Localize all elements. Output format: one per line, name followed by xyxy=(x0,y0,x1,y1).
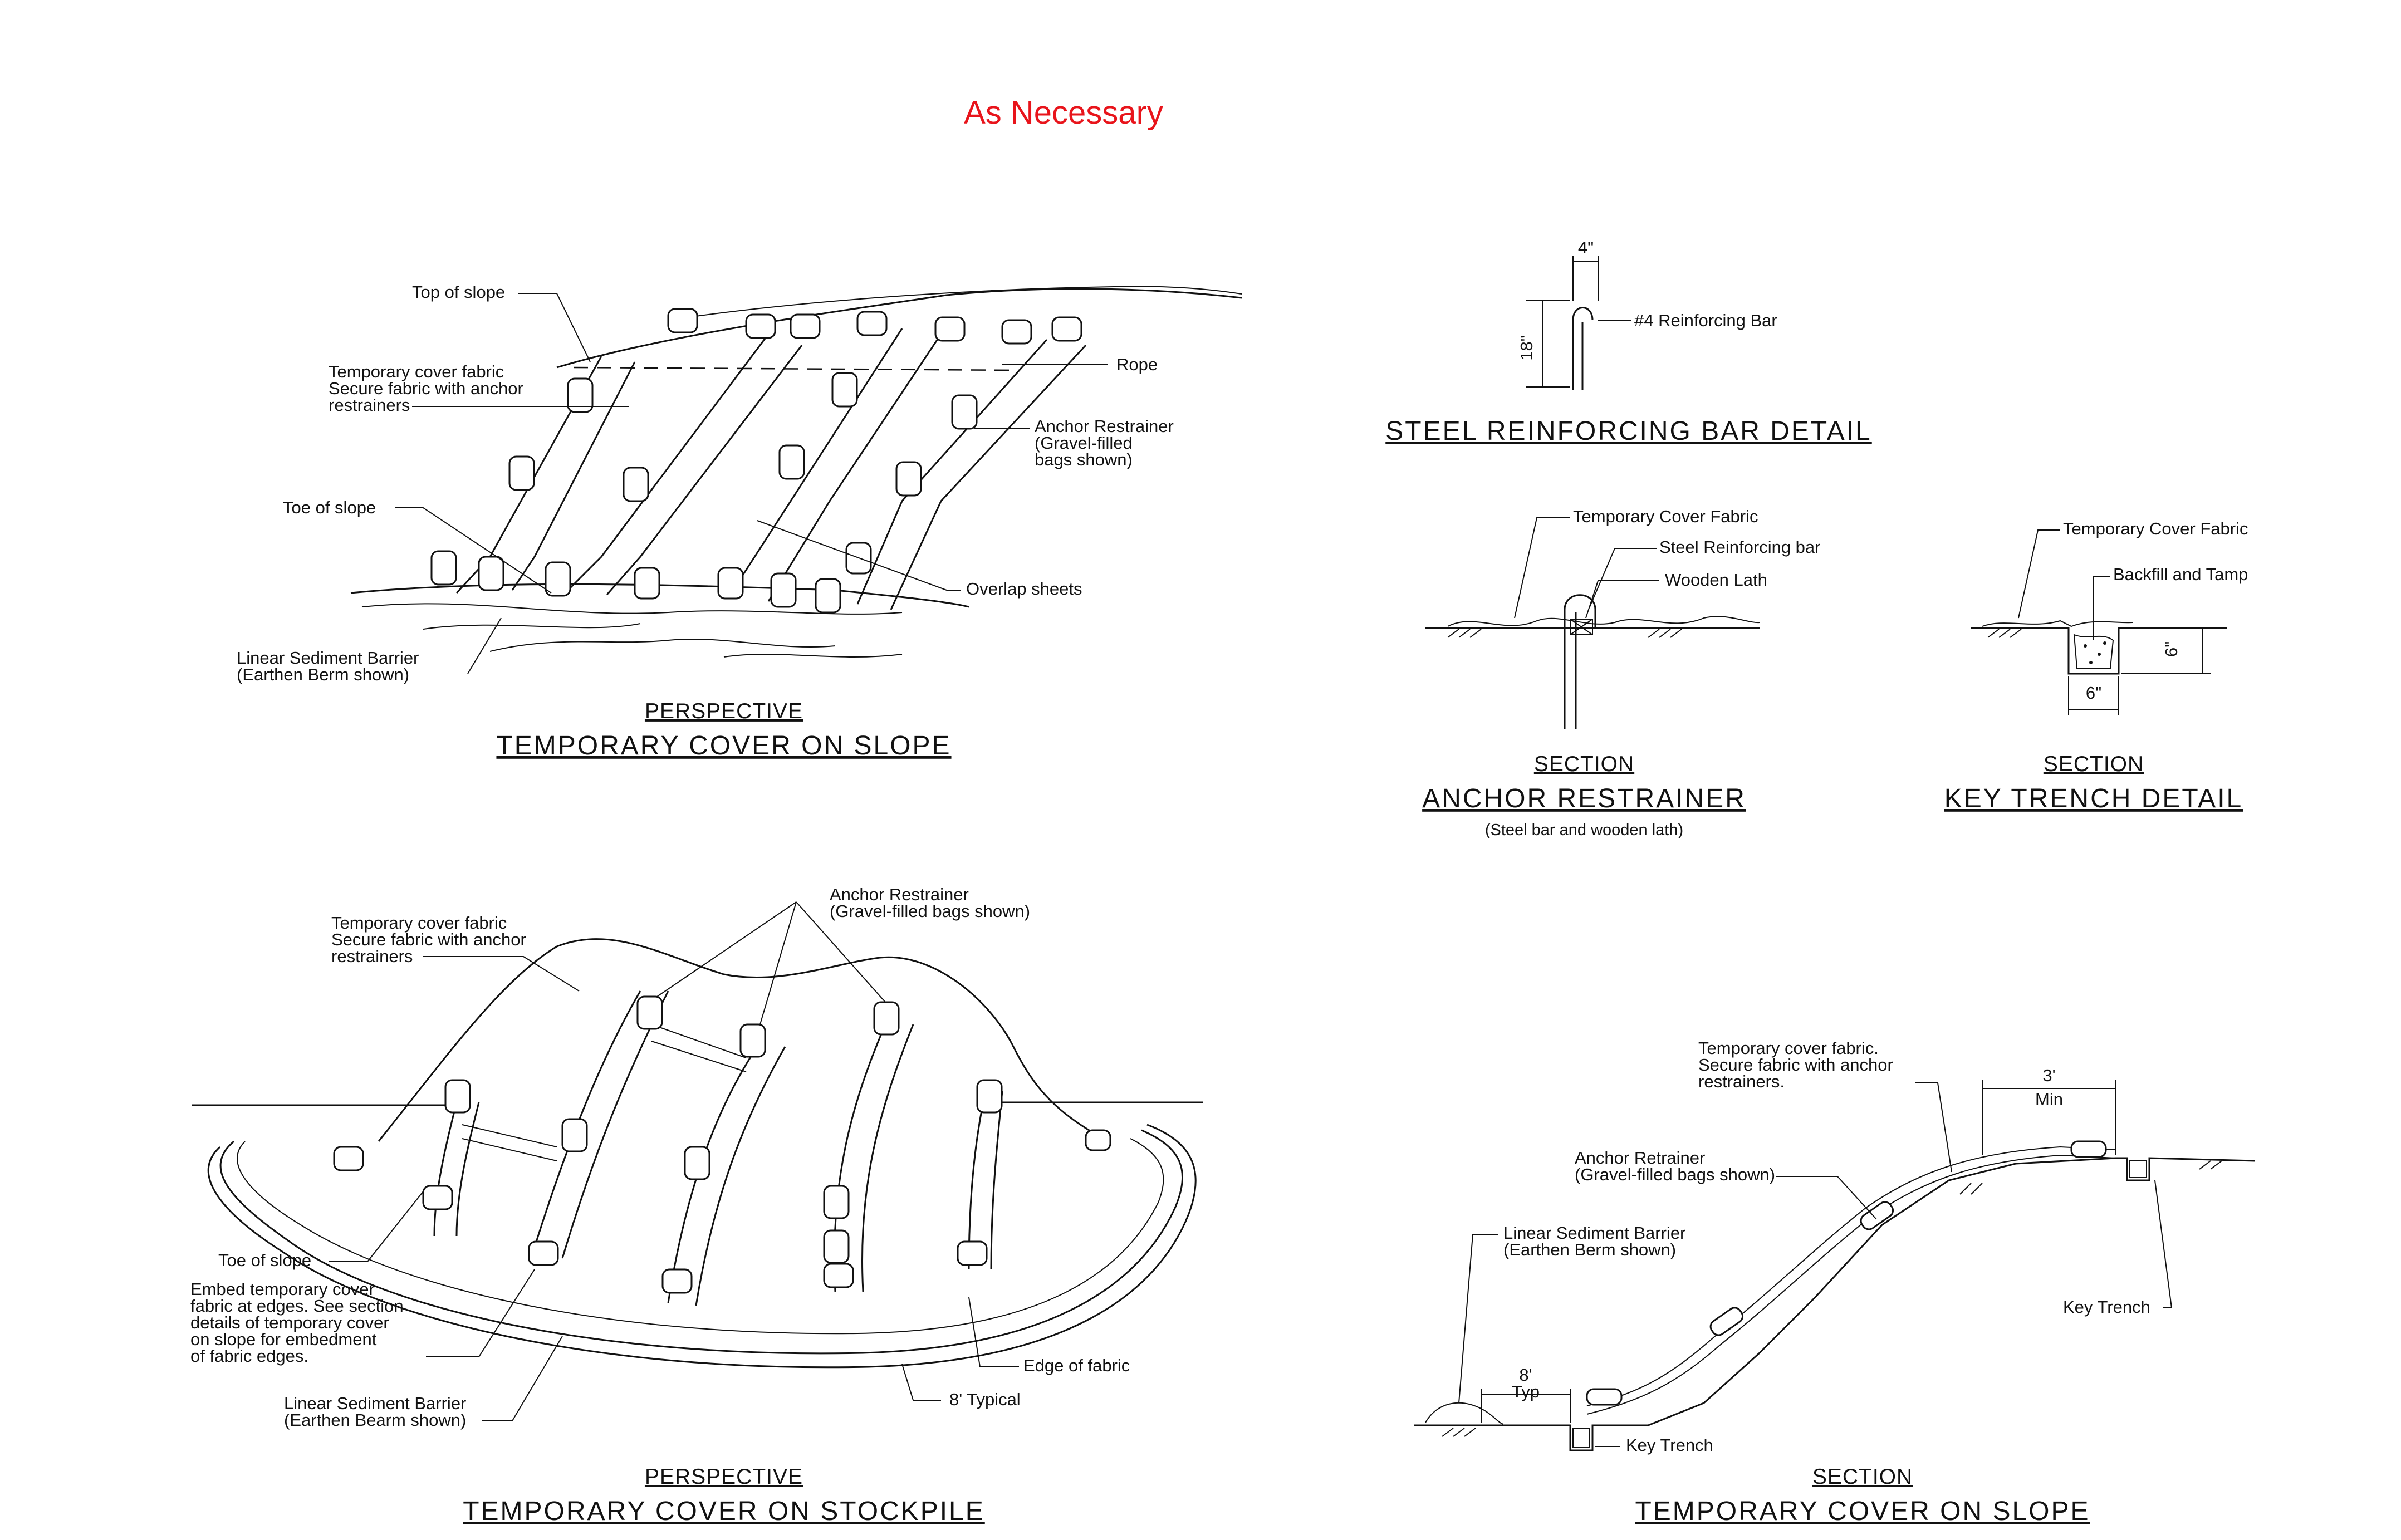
label-fabric-line-3: restrainers xyxy=(329,395,410,415)
dim-key-trench-width: 6" xyxy=(2086,683,2101,703)
slope-section-labels: Temporary cover fabric. Secure fabric wi… xyxy=(1503,1038,2150,1526)
label-stockpile-anchor-1: Anchor Restrainer xyxy=(830,885,969,904)
caption-perspective-slope: PERSPECTIVE xyxy=(645,699,803,723)
label-reinforcing-bar: #4 Reinforcing Bar xyxy=(1634,311,1777,330)
label-anchor-line-3: bags shown) xyxy=(1035,450,1133,469)
label-stockpile-barrier-2: (Earthen Bearm shown) xyxy=(284,1410,466,1430)
label-toe-of-slope: Toe of slope xyxy=(283,498,376,517)
anchor-section-drawing xyxy=(1425,517,1760,729)
label-anchor-lath: Wooden Lath xyxy=(1665,570,1767,590)
label-barrier-line-1: Linear Sediment Barrier xyxy=(237,648,419,668)
title-rebar-detail: STEEL REINFORCING BAR DETAIL xyxy=(1385,416,1871,446)
label-stockpile-fabric-3: restrainers xyxy=(331,946,413,966)
rebar-detail-drawing xyxy=(1526,256,1631,390)
key-trench-labels: Temporary Cover Fabric Backfill and Tamp… xyxy=(1944,519,2248,813)
dim-key-trench-depth: 6" xyxy=(2162,641,2181,657)
anchor-section-labels: Temporary Cover Fabric Steel Reinforcing… xyxy=(1422,507,1820,839)
title-anchor-restrainer: ANCHOR RESTRAINER xyxy=(1422,784,1746,813)
label-embed-4: on slope for embedment xyxy=(190,1330,377,1349)
stockpile-perspective-labels: Temporary cover fabric Secure fabric wit… xyxy=(190,885,1130,1526)
label-edge-of-fabric: Edge of fabric xyxy=(1023,1356,1130,1375)
title-temporary-cover-on-stockpile: TEMPORARY COVER ON STOCKPILE xyxy=(463,1497,985,1526)
label-section-fabric-2: Secure fabric with anchor xyxy=(1698,1055,1893,1075)
rebar-detail-labels: 4" 18" #4 Reinforcing Bar STEEL REINFORC… xyxy=(1385,238,1871,446)
label-overlap-sheets: Overlap sheets xyxy=(966,579,1082,599)
label-stockpile-anchor-2: (Gravel-filled bags shown) xyxy=(830,901,1030,921)
label-top-of-slope: Top of slope xyxy=(412,282,505,302)
label-section-barrier-2: (Earthen Berm shown) xyxy=(1503,1240,1676,1259)
label-section-barrier-1: Linear Sediment Barrier xyxy=(1503,1223,1685,1243)
label-key-trench-fabric: Temporary Cover Fabric xyxy=(2063,519,2248,538)
label-key-trench-bottom: Key Trench xyxy=(1626,1435,1713,1455)
dim-top-min: Min xyxy=(2035,1090,2063,1109)
label-stockpile-fabric-2: Secure fabric with anchor xyxy=(331,930,526,949)
label-section-anchor-2: (Gravel-filled bags shown) xyxy=(1575,1165,1775,1184)
dim-bottom-width: 8' xyxy=(1519,1365,1532,1385)
label-key-trench-top: Key Trench xyxy=(2063,1297,2150,1317)
caption-section-slope: SECTION xyxy=(1812,1465,1913,1489)
label-fabric-line-1: Temporary cover fabric xyxy=(329,362,504,381)
label-stockpile-fabric-1: Temporary cover fabric xyxy=(331,913,507,933)
key-trench-drawing xyxy=(1971,529,2227,715)
subtitle-anchor-restrainer: (Steel bar and wooden lath) xyxy=(1485,821,1683,839)
dim-bottom-typ: Typ xyxy=(1512,1382,1540,1401)
label-embed-3: details of temporary cover xyxy=(190,1313,389,1332)
status-text-as-necessary: As Necessary xyxy=(964,95,1163,131)
label-rope: Rope xyxy=(1116,355,1158,374)
caption-perspective-stockpile: PERSPECTIVE xyxy=(645,1465,803,1489)
label-anchor-bar: Steel Reinforcing bar xyxy=(1659,537,1821,557)
label-embed-5: of fabric edges. xyxy=(190,1346,308,1366)
label-anchor-line-2: (Gravel-filled xyxy=(1035,433,1133,453)
title-section-temporary-cover-on-slope: TEMPORARY COVER ON SLOPE xyxy=(1635,1497,2090,1526)
slope-section-drawing xyxy=(1414,1080,2256,1451)
label-backfill-tamp: Backfill and Tamp xyxy=(2113,565,2248,584)
label-anchor-line-1: Anchor Restrainer xyxy=(1035,416,1174,436)
label-section-fabric-3: restrainers. xyxy=(1698,1072,1785,1091)
label-stockpile-barrier-1: Linear Sediment Barrier xyxy=(284,1394,466,1413)
title-key-trench-detail: KEY TRENCH DETAIL xyxy=(1944,784,2243,813)
label-fabric-line-2: Secure fabric with anchor xyxy=(329,379,523,398)
label-embed-1: Embed temporary cover xyxy=(190,1279,375,1299)
title-temporary-cover-on-slope: TEMPORARY COVER ON SLOPE xyxy=(496,731,951,761)
dim-rebar-height: 18" xyxy=(1517,335,1536,361)
label-section-fabric-1: Temporary cover fabric. xyxy=(1698,1038,1879,1058)
label-anchor-fabric: Temporary Cover Fabric xyxy=(1573,507,1758,526)
label-barrier-line-2: (Earthen Berm shown) xyxy=(237,665,409,684)
caption-section-key-trench: SECTION xyxy=(2044,752,2144,776)
label-section-anchor-1: Anchor Retrainer xyxy=(1575,1148,1705,1168)
label-8-typical: 8' Typical xyxy=(949,1390,1021,1409)
label-embed-2: fabric at edges. See section xyxy=(190,1296,404,1316)
dim-top-width: 3' xyxy=(2042,1066,2055,1085)
caption-section-anchor: SECTION xyxy=(1534,752,1634,776)
stockpile-perspective-drawing xyxy=(192,901,1203,1421)
label-stockpile-toe: Toe of slope xyxy=(218,1250,311,1270)
slope-perspective-labels: Top of slope Temporary cover fabric Secu… xyxy=(237,282,1174,761)
slope-perspective-drawing xyxy=(350,286,1242,674)
dim-rebar-width: 4" xyxy=(1578,238,1594,257)
